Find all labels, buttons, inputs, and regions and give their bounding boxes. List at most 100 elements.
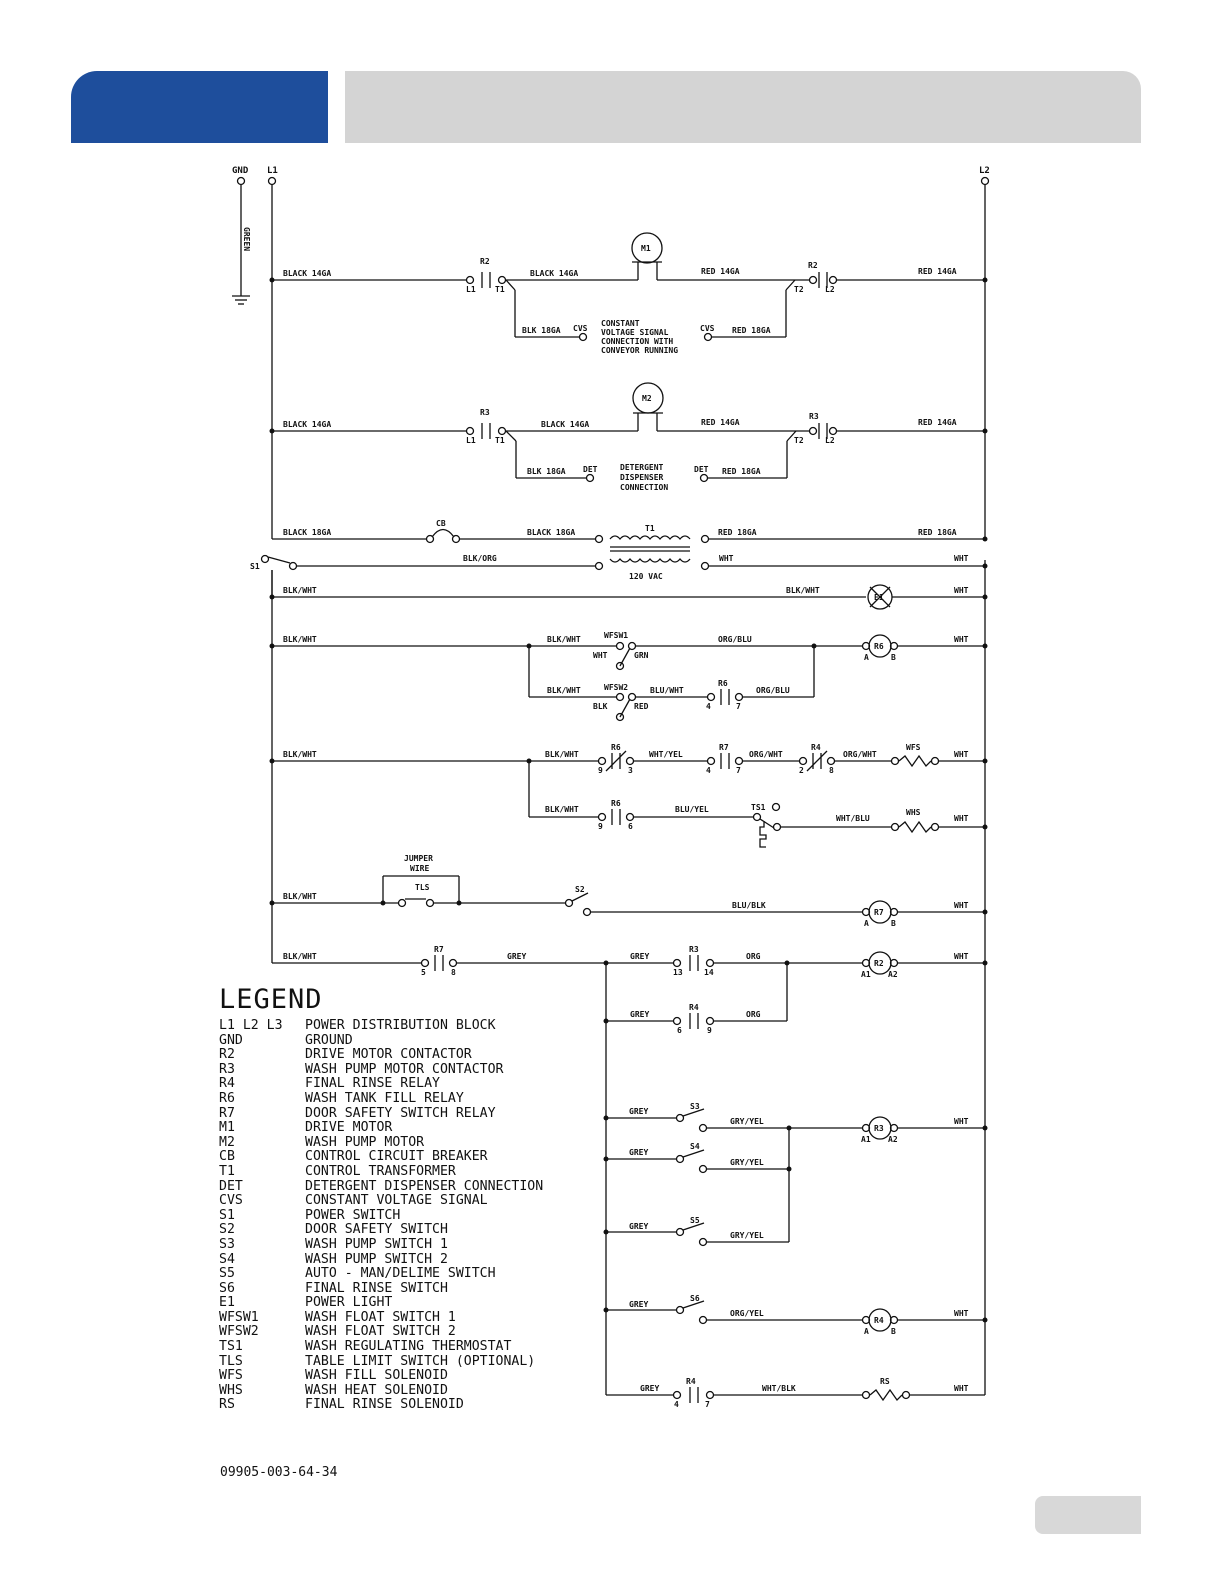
m2-label: M2 [642,394,652,403]
vac-label: 120 VAC [629,572,663,581]
ts1-label: TS1 [751,803,766,812]
wire-label: ORG/WHT [749,750,783,759]
green-wire-label: GREEN [242,227,251,251]
legend-code: S1 [219,1207,235,1223]
wire-label: WHT/BLU [836,814,870,823]
wfs-label: WFS [906,743,921,752]
wire-label: GRN [634,651,649,660]
r4-label: R4 [689,1003,699,1012]
s2-label: S2 [575,885,585,894]
wire-label: GREY [630,1010,649,1019]
legend-code: M2 [219,1134,235,1150]
wire-label: ORG/YEL [730,1309,764,1318]
wire-label: WHT [954,901,969,910]
r7-coil-label: R7 [874,908,884,917]
legend-code: WFSW1 [219,1309,259,1325]
r6-label: R6 [718,679,728,688]
pin-label: B [891,1327,896,1336]
note-line: CONVEYOR RUNNING [601,346,678,355]
legend-description: WASH FLOAT SWITCH 1 [305,1309,456,1325]
wire-label: BLK 18GA [522,326,561,335]
legend-code: RS [219,1397,235,1413]
page-number-tab [1035,1496,1141,1534]
pin-label: 8 [451,968,456,977]
pin-label: A [864,919,869,928]
wire-label: WHT [719,554,734,563]
wire-label: RED 18GA [722,467,761,476]
r7-label: R7 [434,945,444,954]
legend-code: R7 [219,1105,235,1121]
t1-label: T1 [645,524,655,533]
legend-code: DET [219,1178,243,1194]
wire-label: ORG/WHT [843,750,877,759]
wire-label: GREY [629,1300,648,1309]
legend-code: S6 [219,1280,235,1296]
pin-label: T1 [495,436,505,445]
legend-code: R4 [219,1076,235,1092]
wire-label: GREY [629,1107,648,1116]
r7-label: R7 [719,743,729,752]
legend-description: DETERGENT DISPENSER CONNECTION [305,1178,544,1194]
pin-label: 3 [628,766,633,775]
gnd-terminal [236,176,246,186]
wire-label: BLACK 14GA [541,420,589,429]
legend-description: WASH PUMP SWITCH 1 [305,1236,448,1252]
legend-code: R3 [219,1061,235,1077]
legend-item: DET DETERGENT DISPENSER CONNECTION [219,1178,544,1195]
legend-description: DOOR SAFETY SWITCH RELAY [305,1105,496,1121]
l2-label: L2 [979,166,990,176]
wire-label: BLU/BLK [732,901,766,910]
wire-label: ORG/BLU [718,635,752,644]
wire-label: ORG [746,952,761,961]
r2-label: R2 [480,257,490,266]
legend-description: WASH PUMP MOTOR [305,1134,425,1150]
wire-label: WHT/BLK [762,1384,796,1393]
legend-code: T1 [219,1163,235,1179]
pin-label: L2 [825,436,835,445]
legend-code: TS1 [219,1339,243,1355]
wfsw1-label: WFSW1 [604,631,628,640]
wire-label: WHT [954,814,969,823]
wire-label: WHT [954,952,969,961]
wire-label: GREY [640,1384,659,1393]
legend-description: POWER DISTRIBUTION BLOCK [305,1018,496,1033]
legend-code: WHS [219,1382,243,1398]
m1-motor [631,232,663,264]
pin-label: 13 [673,968,683,977]
legend-description: AUTO - MAN/DELIME SWITCH [305,1266,496,1282]
legend-description: WASH REGULATING THERMOSTAT [305,1339,512,1355]
wire-label: WHT [954,1309,969,1318]
pin-label: A [864,1327,869,1336]
pin-label: 8 [829,766,834,775]
pin-label: A2 [888,970,898,979]
wire-label: BLK/WHT [786,586,820,595]
r3-coil-label: R3 [874,1124,884,1133]
wire-label: GRY/YEL [730,1158,764,1167]
wire-label: GREY [507,952,526,961]
pin-label: 7 [736,766,741,775]
wire-label: BLACK 14GA [283,269,331,278]
wire-label: BLU/WHT [650,686,684,695]
wire-label: BLK/WHT [283,586,317,595]
legend-description: WASH HEAT SOLENOID [305,1382,448,1398]
legend-code: WFSW2 [219,1324,259,1340]
r4-label: R4 [811,743,821,752]
wire-label: BLK/WHT [545,805,579,814]
pin-label: 6 [628,822,633,831]
r3-label: R3 [689,945,699,954]
wire-label: RED 14GA [701,267,740,276]
wire-label: BLACK 14GA [283,420,331,429]
document-number: 09905-003-64-34 [220,1465,338,1480]
wire-label: RED 18GA [718,528,757,537]
r4-label: R4 [686,1377,696,1386]
legend-description: WASH FLOAT SWITCH 2 [305,1324,456,1340]
pin-label: A1 [861,970,871,979]
